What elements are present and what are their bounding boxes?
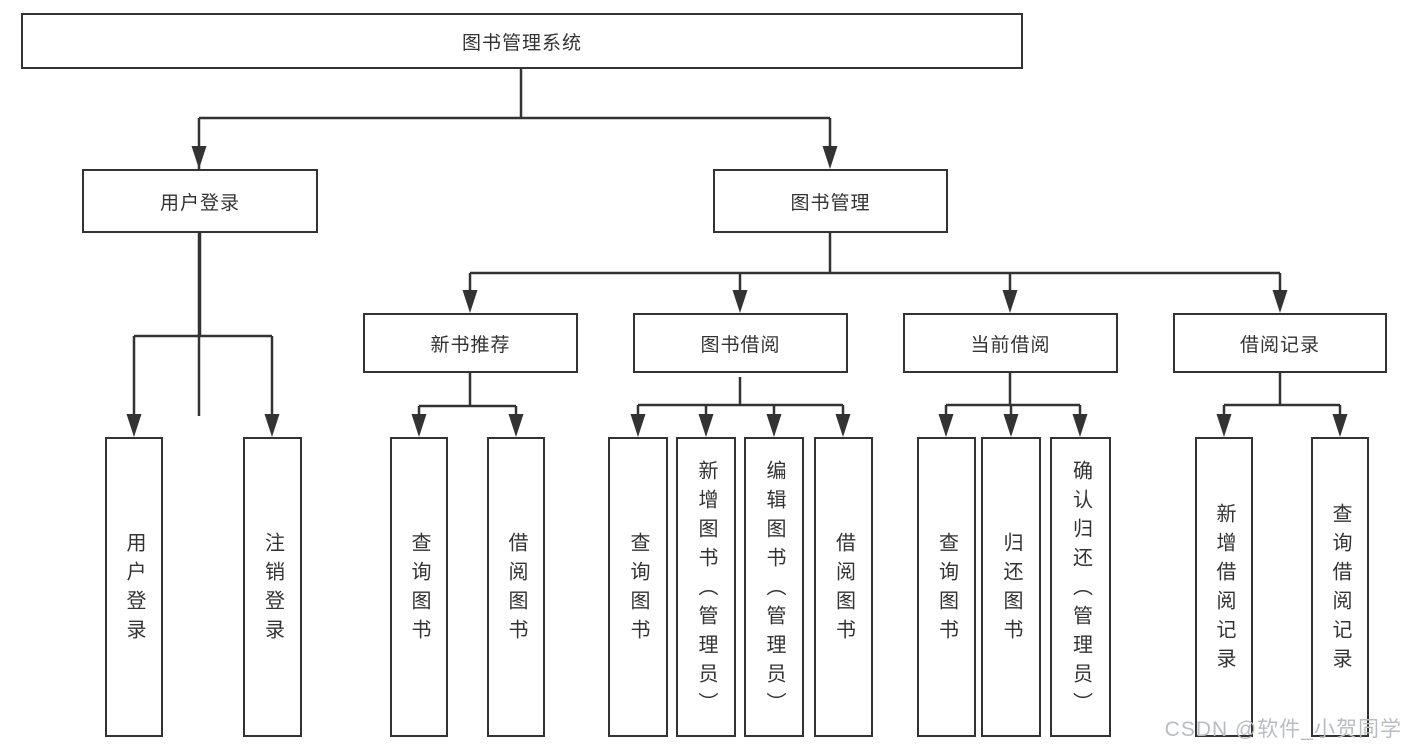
node-book-management: 图书管理 [713,169,948,233]
connector-borrow-to-leaves [636,377,845,416]
node-label: 确认归还（管理员） [1069,459,1092,721]
leaf-add-borrow-record: 新增借阅记录 [1195,437,1253,737]
arrowhead-icon [732,290,748,313]
arrowhead-icon [698,414,714,437]
leaf-confirm-return-admin: 确认归还（管理员） [1050,437,1111,737]
arrowhead-icon [938,414,954,437]
node-label: 当前借阅 [970,334,1051,356]
node-root-library-system: 图书管理系统 [21,13,1023,69]
node-label: 查询图书 [627,532,649,648]
arrowhead-icon [264,414,280,437]
arrowhead-icon [630,414,646,437]
leaf-logout: 注销登录 [243,437,302,737]
node-label: 查询借阅记录 [1329,503,1351,677]
leaf-edit-books-admin: 编辑图书（管理员） [744,437,804,737]
node-borrow-records: 借阅记录 [1173,313,1387,373]
node-label: 图书借阅 [700,334,781,356]
node-label: 查询图书 [935,532,958,648]
leaf-query-books-borrow: 查询图书 [608,437,668,737]
leaf-query-borrow-record: 查询借阅记录 [1311,437,1369,737]
node-label: 注销登录 [261,532,284,648]
connector-records-to-leaves [1222,373,1342,416]
leaf-add-books-admin: 新增图书（管理员） [676,437,736,737]
node-label: 借阅图书 [832,532,855,648]
leaf-user-login: 用户登录 [105,437,163,737]
arrowhead-icon [126,414,142,437]
connector-userlogin-to-leaves [132,233,274,416]
leaf-query-books-recommend: 查询图书 [390,437,448,737]
node-new-book-recommend: 新书推荐 [363,313,578,373]
leaf-query-books-current: 查询图书 [917,437,976,737]
node-label: 图书管理 [790,192,871,214]
node-book-borrow: 图书借阅 [633,313,848,373]
node-label: 新书推荐 [430,334,511,356]
node-label: 归还图书 [1000,532,1022,648]
node-label: 编辑图书（管理员） [763,459,785,721]
connector-recommend-to-leaves [417,373,518,416]
arrowhead-icon [1002,290,1018,313]
node-label: 借阅记录 [1239,334,1320,356]
connector-current-to-leaves [944,373,1082,416]
node-label: 用户登录 [159,192,240,214]
node-current-borrow: 当前借阅 [903,313,1118,373]
leaf-borrow-books-recommend: 借阅图书 [487,437,545,737]
arrowhead-icon [1272,290,1288,313]
arrowhead-icon [191,146,207,169]
node-label: 新增图书（管理员） [695,459,717,721]
csdn-watermark: CSDN @软件_小贺同学 [1164,718,1402,741]
leaf-return-books: 归还图书 [981,437,1041,737]
node-label: 图书管理系统 [461,32,582,54]
node-label: 借阅图书 [505,532,527,648]
arrowhead-icon [462,290,478,313]
arrowhead-icon [1332,414,1348,437]
arrowhead-icon [1003,414,1019,437]
node-label: 查询图书 [408,532,430,648]
node-label: 用户登录 [123,532,145,648]
arrowhead-icon [508,414,524,437]
arrowhead-icon [766,414,782,437]
arrowhead-icon [1216,414,1232,437]
connector-bookmgmt-to-level3 [468,233,1282,292]
arrowhead-icon [835,414,851,437]
node-user-login: 用户登录 [82,169,318,233]
node-label: 新增借阅记录 [1213,503,1235,677]
arrowhead-icon [1072,414,1088,437]
leaf-borrow-books: 借阅图书 [814,437,873,737]
arrowhead-icon [822,146,838,169]
arrowhead-icon [411,414,427,437]
